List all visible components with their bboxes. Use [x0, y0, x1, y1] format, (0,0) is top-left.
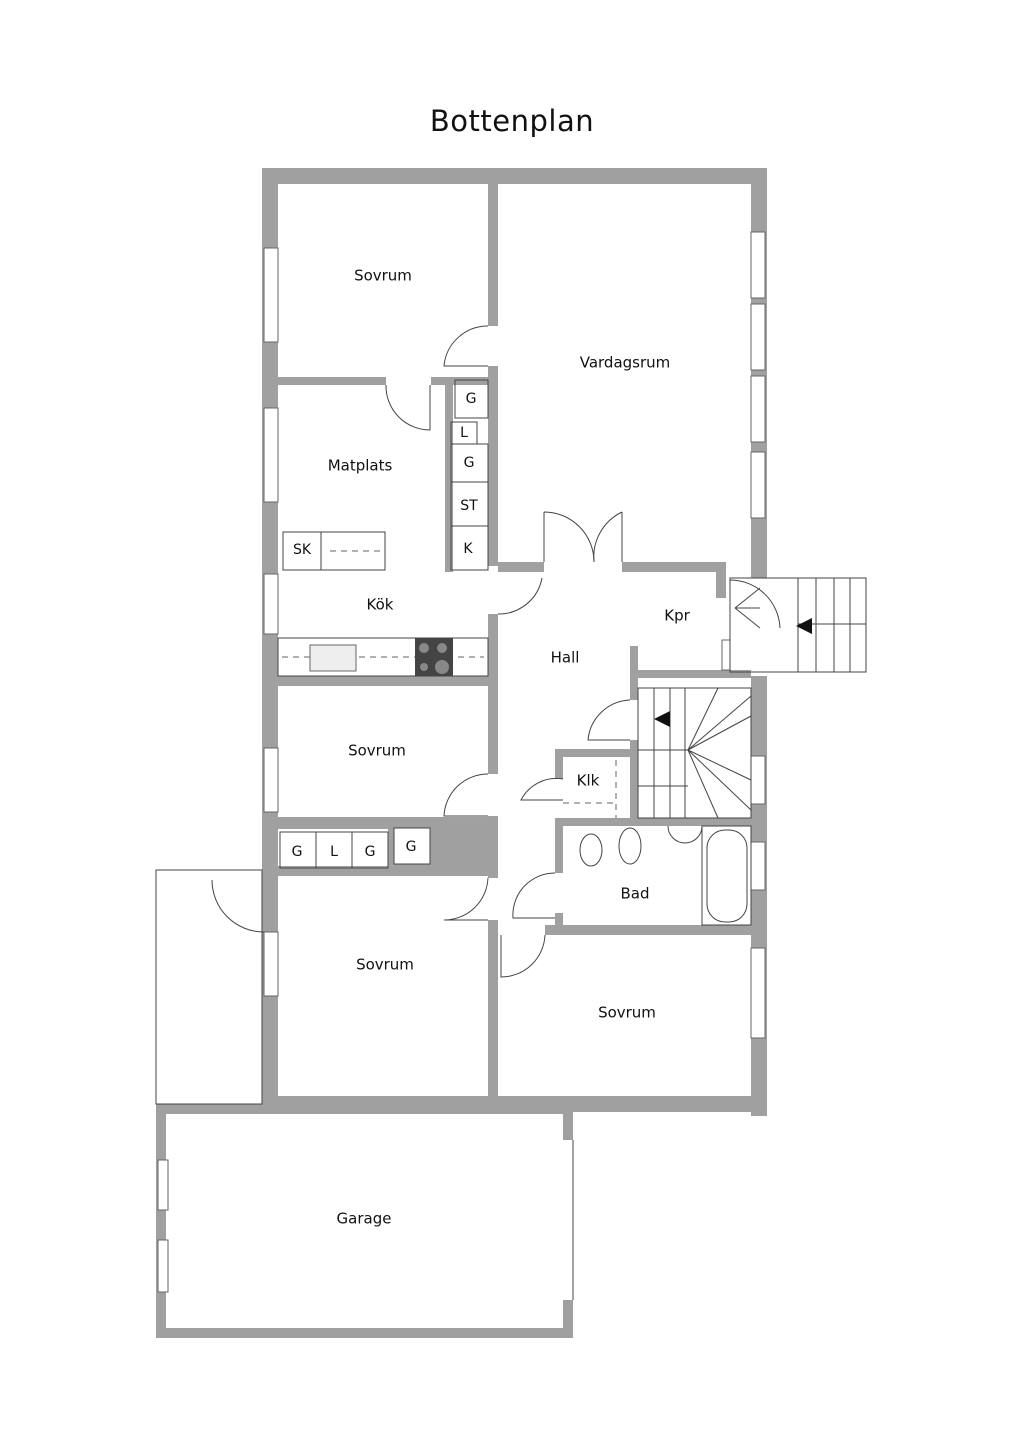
plan-title: Bottenplan [429, 104, 595, 138]
fixture-label: G [466, 391, 477, 407]
room-label-klk: Klk [577, 772, 600, 790]
closet-label: G [292, 844, 303, 860]
walls [156, 168, 767, 1338]
windows [157, 231, 766, 1293]
arrow-icon [796, 618, 812, 634]
kitchen-fixtures [277, 379, 489, 677]
entry-stairs [729, 577, 867, 673]
closet-label: L [330, 844, 338, 860]
room-label-sovrum: Sovrum [348, 742, 406, 760]
room-label-sovrum: Sovrum [354, 267, 412, 285]
fixture-label: G [464, 455, 475, 471]
fixture-label: ST [460, 498, 478, 514]
room-label-kpr: Kpr [664, 607, 690, 625]
fixture-label: L [460, 425, 468, 441]
room-label-bad: Bad [620, 885, 649, 903]
closet-label: G [365, 844, 376, 860]
interior-stairs [637, 687, 752, 819]
arrow-icon [654, 711, 670, 727]
room-label-vardagsrum: Vardagsrum [580, 354, 671, 372]
room-label-hall: Hall [551, 649, 580, 667]
bathroom-fixtures [579, 825, 752, 926]
room-label-matplats: Matplats [328, 457, 393, 475]
outdoor-area [155, 869, 263, 1105]
closet-fixtures [279, 760, 617, 869]
room-label-kok: Kök [367, 596, 394, 614]
room-label-garage: Garage [337, 1210, 392, 1228]
room-label-sovrum: Sovrum [356, 956, 414, 974]
fixture-label: SK [293, 542, 312, 558]
closet-label: G [406, 839, 417, 855]
fixture-label: K [463, 541, 473, 557]
room-label-sovrum: Sovrum [598, 1004, 656, 1022]
